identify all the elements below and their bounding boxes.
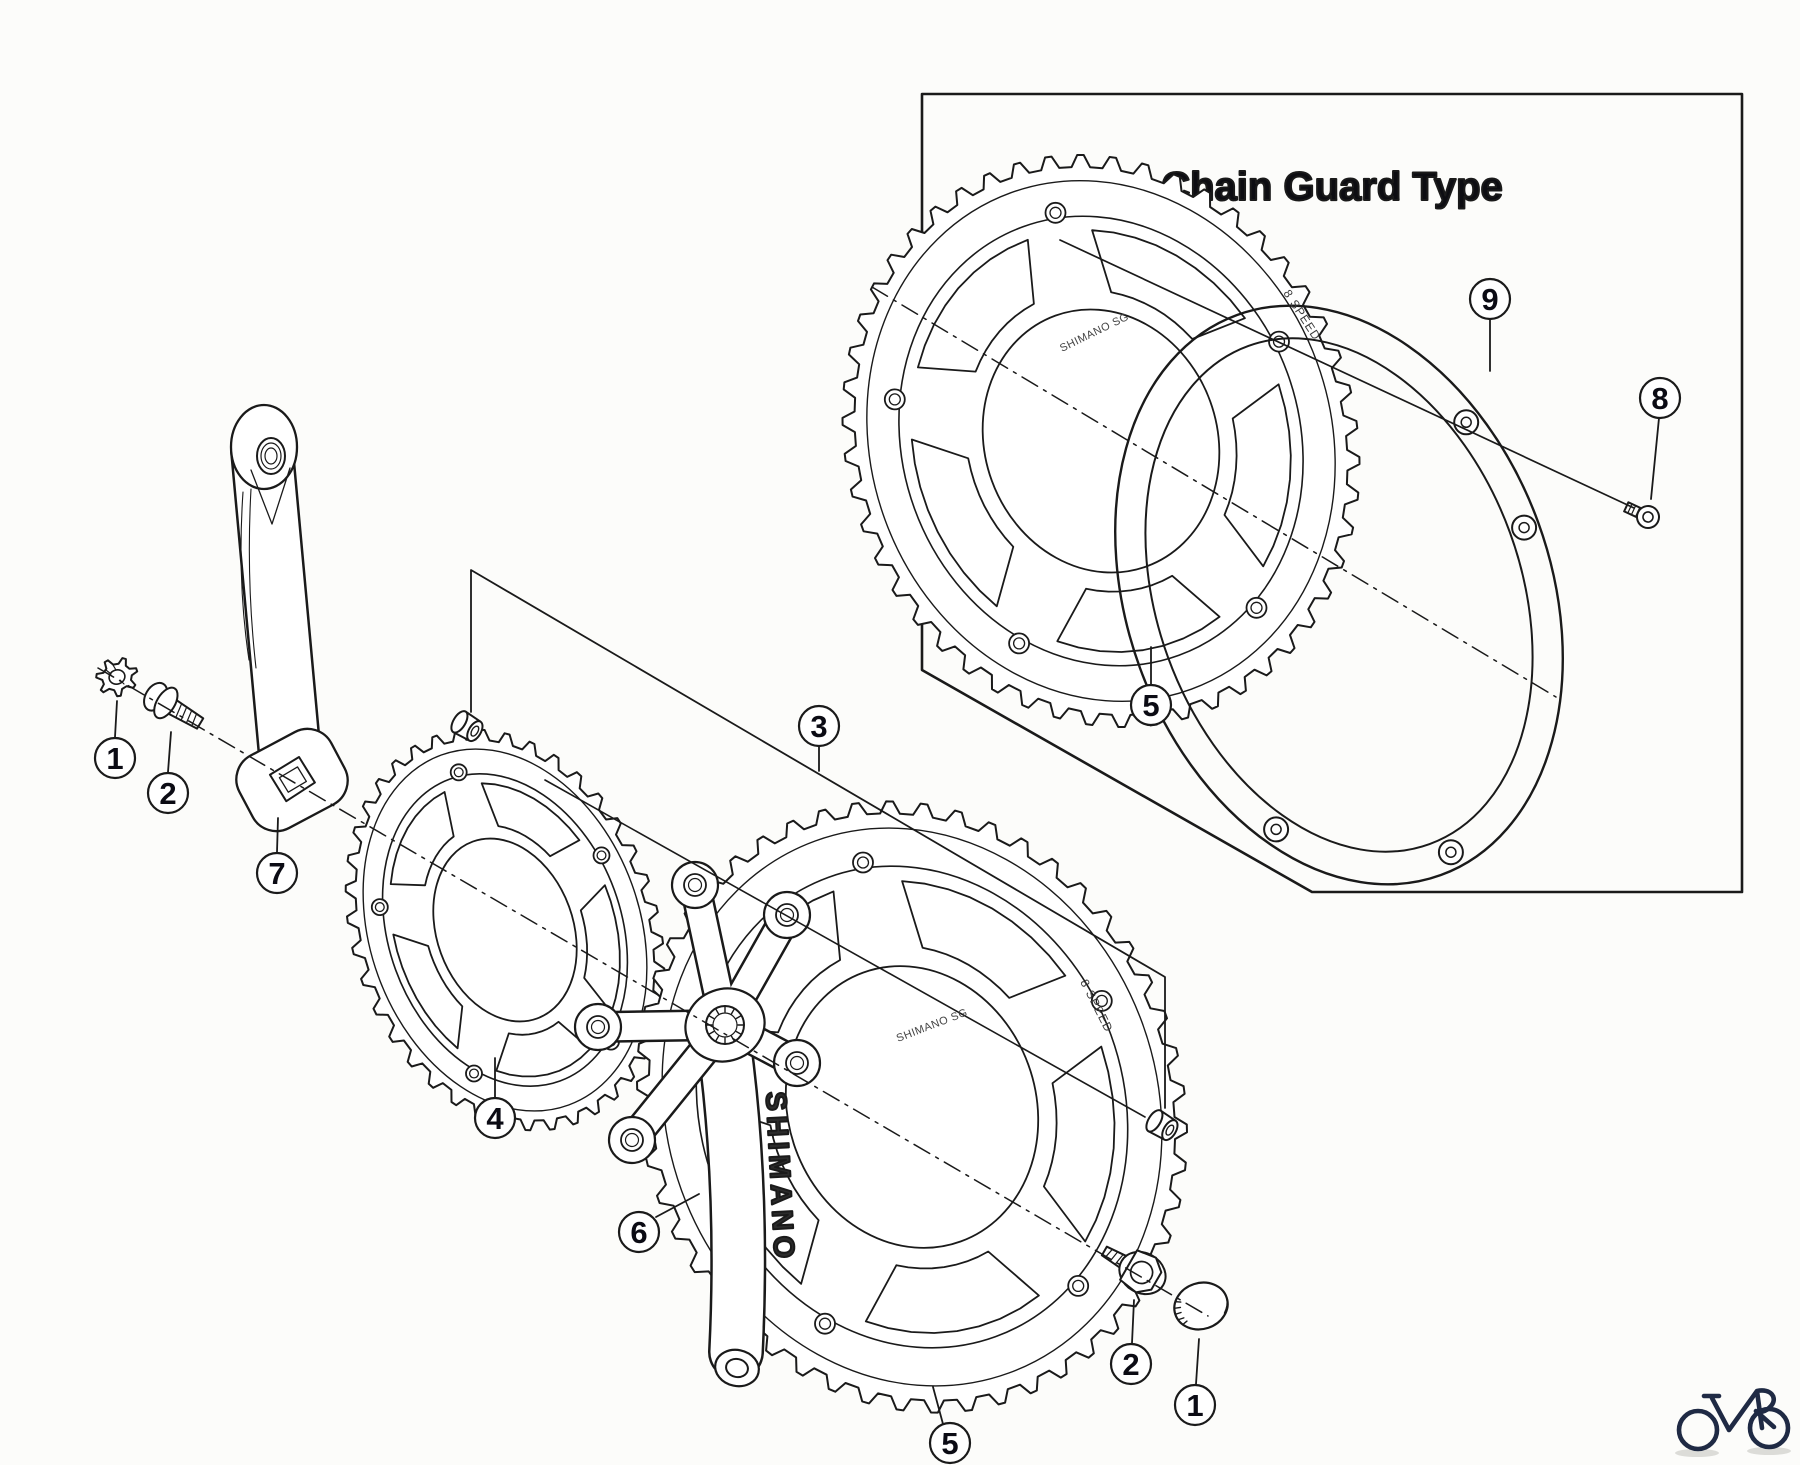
callout-right-crank-bolt: 2 (1109, 1342, 1153, 1386)
callout-guard-bolt: 8 (1638, 376, 1682, 420)
box-large-chainring (841, 154, 1361, 728)
bolt-group-bracket (470, 569, 1166, 1109)
svg-text:1: 1 (1186, 1388, 1203, 1423)
square-taper-hole (268, 756, 316, 803)
svg-text:8: 8 (1651, 381, 1668, 416)
callouts: 1 2 7 4 6 3 5 2 1 5 9 8 (93, 277, 1682, 1465)
callout-left-crank-bolt: 2 (146, 771, 190, 815)
svg-text:2: 2 (1122, 1347, 1139, 1382)
callout-right-crank-arm: 6 (617, 1210, 661, 1254)
callout-left-dust-cap: 1 (93, 736, 137, 780)
svg-text:2: 2 (159, 776, 176, 811)
svg-text:5: 5 (941, 1426, 958, 1461)
bolt-path-leader (544, 779, 1146, 1118)
svg-text:9: 9 (1481, 282, 1498, 317)
chainring-bolt-small (450, 710, 484, 743)
callout-left-crank-arm: 7 (255, 851, 299, 895)
callout-chainring-bolts: 3 (797, 704, 841, 748)
callout-right-dust-cap: 1 (1173, 1383, 1217, 1427)
chain-guard-ring (1114, 304, 1564, 886)
callout-stems (114, 318, 1660, 1425)
logo-rear-wheel (1676, 1408, 1720, 1452)
main-axis-centerline (97, 667, 1209, 1317)
left-crank-bolt (143, 681, 205, 730)
right-crank-arm-spider (573, 860, 822, 1388)
callout-box-large-chainring: 5 (1129, 683, 1173, 727)
right-dust-cap (1173, 1281, 1229, 1331)
chain-guard-box-title: Chain Guard Type (1161, 165, 1503, 209)
svg-text:4: 4 (486, 1101, 504, 1136)
svg-text:5: 5 (1142, 688, 1159, 723)
left-crank-arm (229, 403, 349, 833)
callout-small-chainring: 4 (473, 1096, 517, 1140)
logo-frame (1701, 1388, 1777, 1433)
callout-chain-guard: 9 (1468, 277, 1512, 321)
bicycle-logo (1675, 1388, 1791, 1457)
svg-text:1: 1 (106, 741, 123, 776)
svg-text:7: 7 (268, 856, 285, 891)
svg-text:3: 3 (810, 709, 827, 744)
callout-large-chainring: 5 (928, 1421, 972, 1465)
chainring-bolt-large (1145, 1109, 1179, 1142)
svg-text:6: 6 (630, 1215, 647, 1250)
right-crank-bolt (1100, 1245, 1167, 1296)
pedal-thread-hole (256, 437, 286, 475)
small-chainring (344, 728, 666, 1132)
